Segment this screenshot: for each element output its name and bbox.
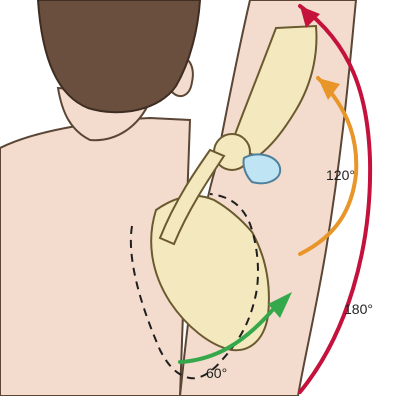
label-180-degrees: 180°: [344, 301, 373, 317]
label-120-degrees: 120°: [326, 167, 355, 183]
glenoid-cartilage: [243, 154, 280, 183]
label-60-degrees: 60°: [206, 365, 227, 381]
